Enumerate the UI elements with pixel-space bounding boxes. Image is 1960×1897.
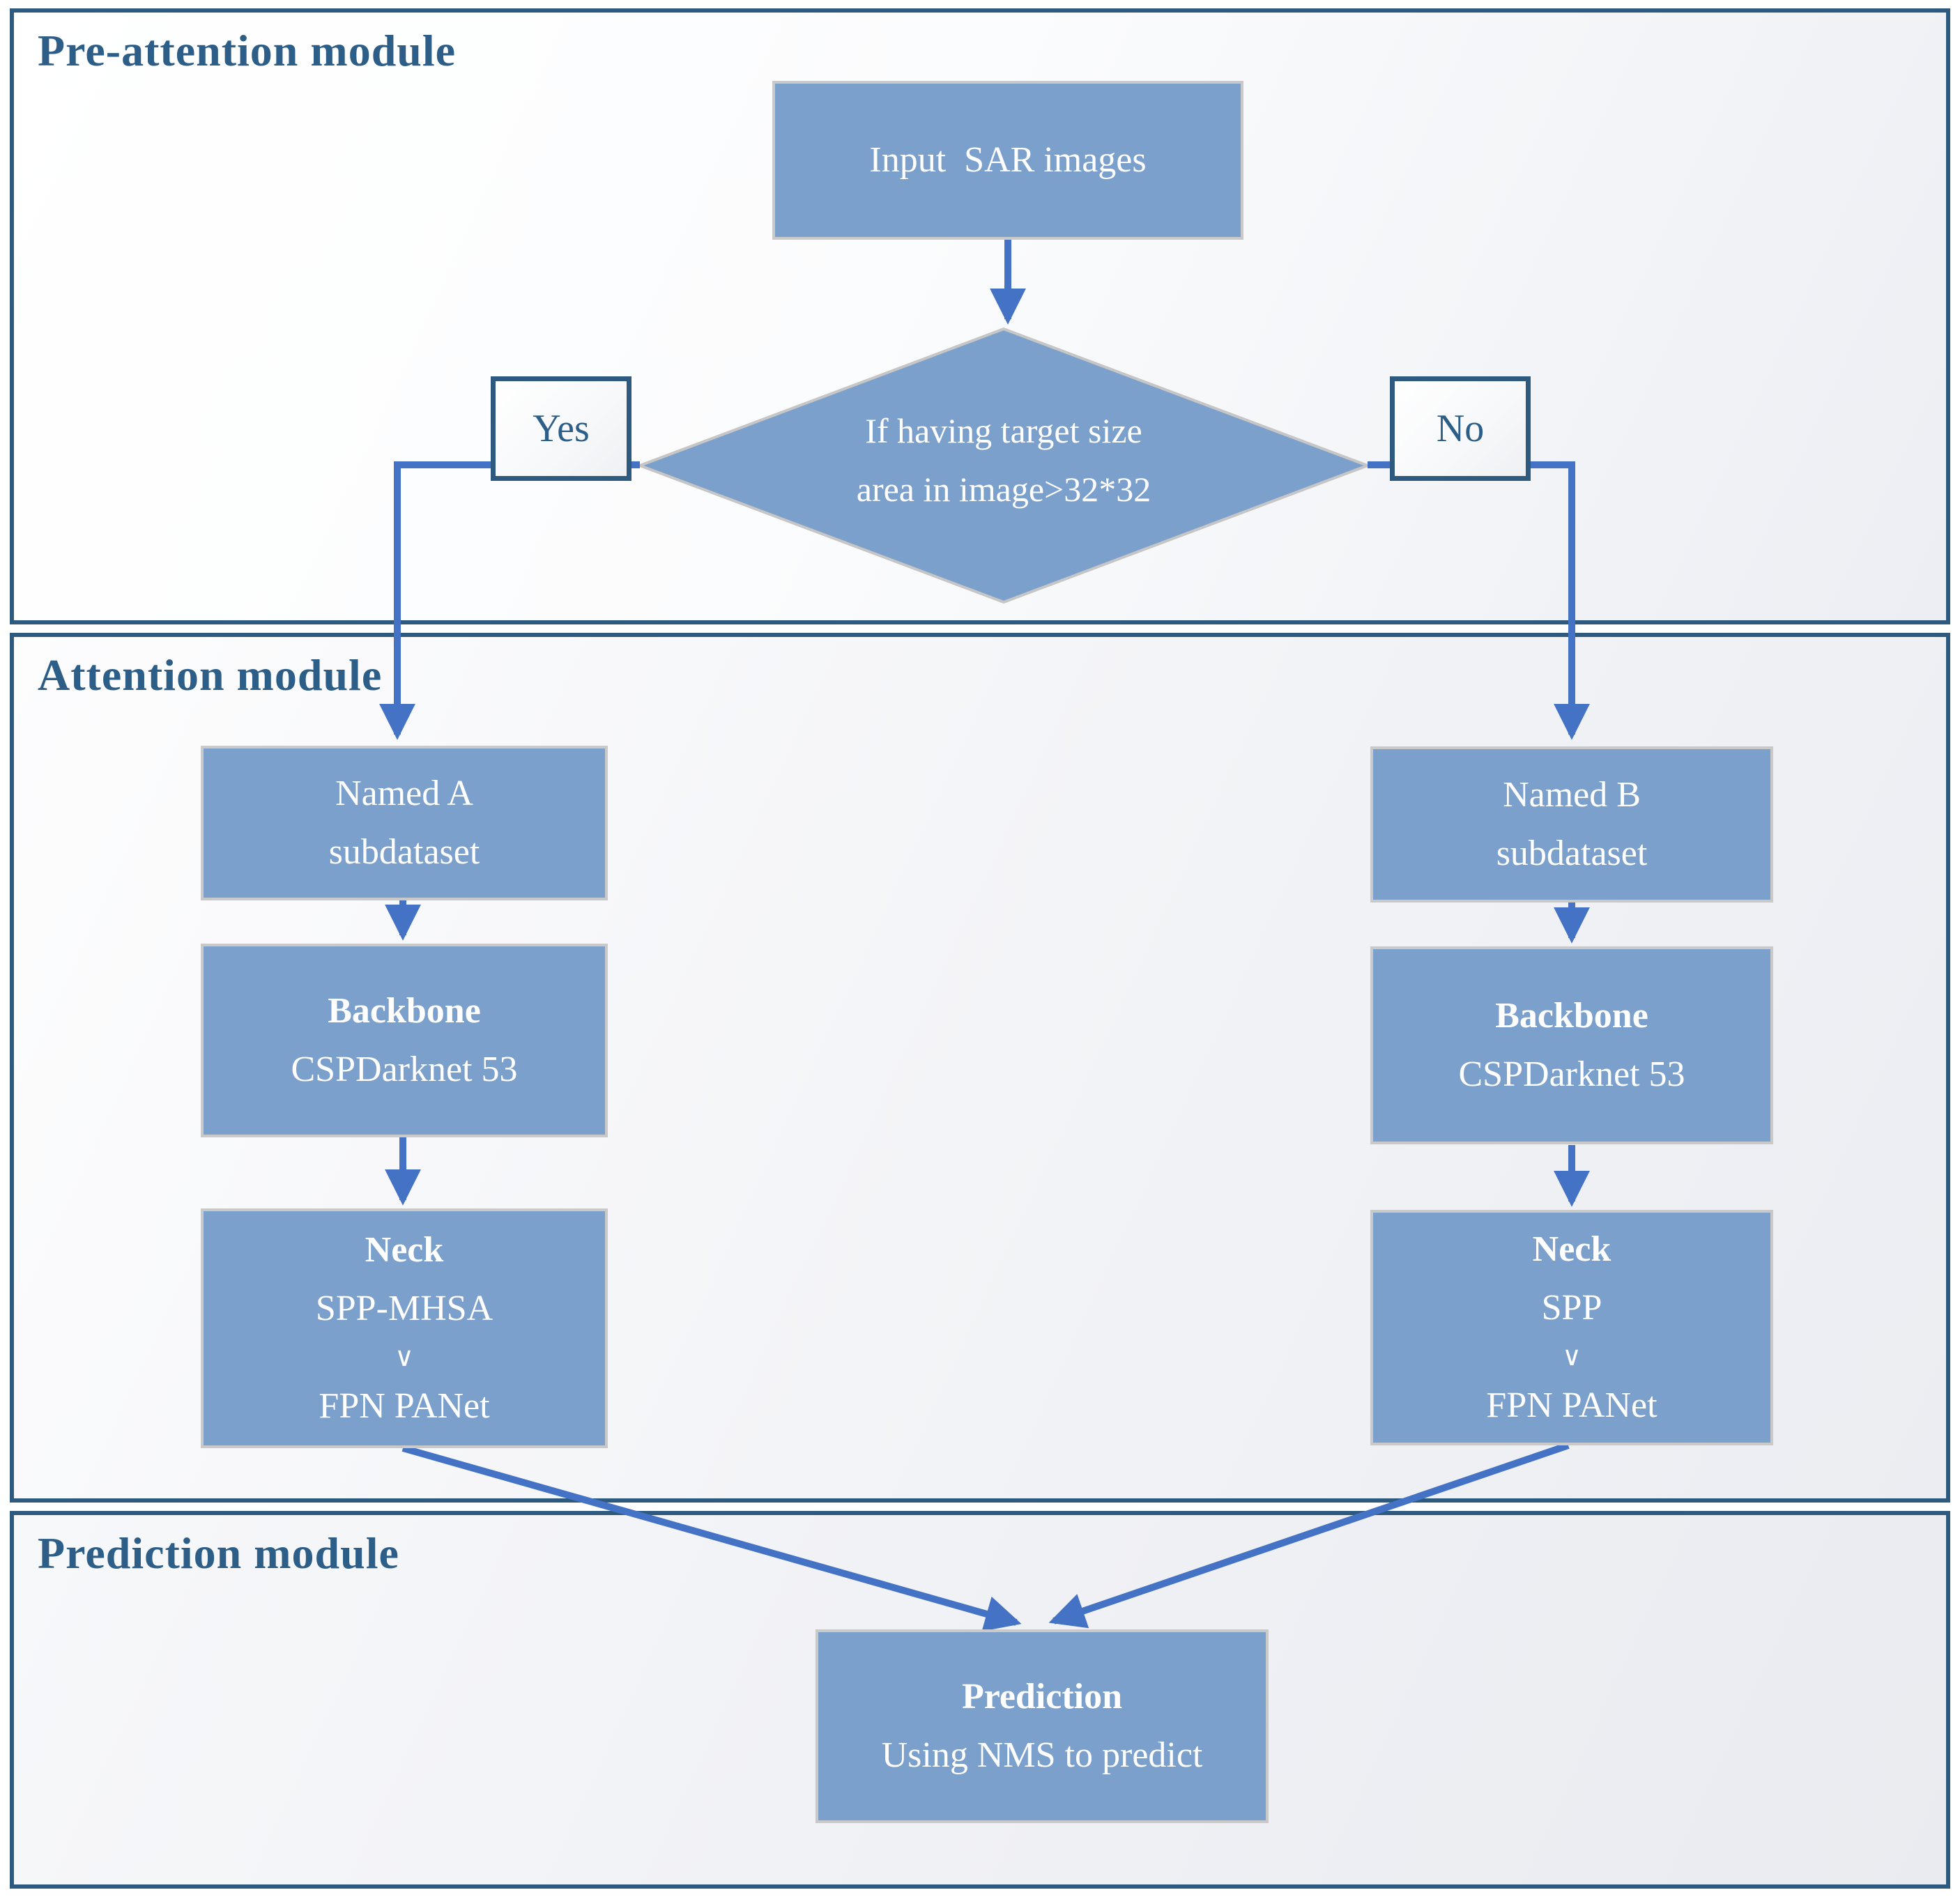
node-neck-b: Neck SPP ∨ FPN PANet [1370,1210,1773,1445]
input-label: Input SAR images [869,140,1147,180]
neck-a-title: Neck [365,1230,444,1270]
node-prediction: Prediction Using NMS to predict [816,1629,1269,1823]
neck-b-line4: FPN PANet [1486,1385,1657,1425]
decision-diamond-text: If having target size area in image>32*3… [640,401,1368,519]
decision-line2: area in image>32*32 [856,470,1151,509]
prediction-subtitle: Using NMS to predict [881,1735,1203,1775]
arrow-no-branch-to-named-b [1368,461,1590,740]
prediction-title: Prediction [961,1677,1123,1716]
branch-label-no: No [1390,376,1531,481]
neck-b-or-symbol: ∨ [1562,1342,1582,1372]
section-title-prediction: Prediction module [38,1528,399,1578]
node-backbone-a: Backbone CSPDarknet 53 [201,944,608,1137]
decision-line1: If having target size [865,411,1142,450]
section-title-pre-attention: Pre-attention module [38,26,457,75]
neck-a-or-symbol: ∨ [395,1343,414,1372]
branch-label-yes: Yes [491,376,631,481]
arrow-neck-a-to-prediction [401,1445,1022,1631]
node-backbone-b: Backbone CSPDarknet 53 [1370,946,1773,1144]
neck-a-line4: FPN PANet [319,1386,490,1426]
arrow-neck-b-to-prediction [1048,1442,1570,1629]
backbone-b-title: Backbone [1495,996,1648,1036]
node-input-sar-images: Input SAR images [772,81,1243,240]
no-label: No [1436,407,1485,450]
decision-diamond-shape [636,327,1372,604]
backbone-a-subtitle: CSPDarknet 53 [291,1050,518,1089]
yes-label: Yes [533,407,590,450]
neck-a-line2: SPP-MHSA [315,1289,493,1328]
arrow-yes-branch-to-named-a [379,461,640,740]
named-a-line2: subdataset [328,832,480,872]
named-a-line1: Named A [335,774,473,813]
section-title-attention: Attention module [38,650,383,700]
node-named-b-subdataset: Named B subdataset [1370,746,1773,903]
named-b-line2: subdataset [1496,834,1648,873]
named-b-line1: Named B [1503,775,1641,815]
neck-b-title: Neck [1532,1229,1611,1269]
neck-b-line2: SPP [1541,1288,1602,1328]
backbone-a-title: Backbone [328,991,481,1031]
node-neck-a: Neck SPP-MHSA ∨ FPN PANet [201,1208,608,1448]
backbone-b-subtitle: CSPDarknet 53 [1458,1054,1685,1094]
node-named-a-subdataset: Named A subdataset [201,746,608,900]
